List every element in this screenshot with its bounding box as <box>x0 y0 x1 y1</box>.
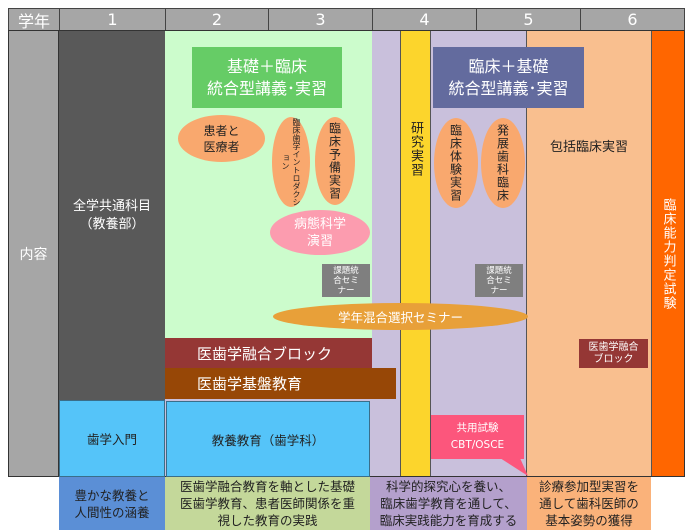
note-year-2-3: 医歯学融合教育を軸とした基礎 医歯学教育、患者医師関係を重 視した教育の実践 <box>165 477 370 530</box>
pathology-exercise: 病態科学 演習 <box>270 210 370 255</box>
comprehensive-clinical-practice: 包括臨床実習 <box>549 139 628 155</box>
callout-tail <box>500 458 528 476</box>
general-common-subjects: 全学共通科目 （教養部） <box>59 31 165 400</box>
clinical-preparatory-practice: 臨床予備実習 <box>315 117 355 205</box>
note-year-5-6: 診療参加型実習を 通して歯科医師の 基本姿勢の獲得 <box>527 477 651 530</box>
clinical-basic-integrated-lectures: 臨床＋基礎 統合型講義･実習 <box>433 47 584 108</box>
note-year-4-5: 科学的探究心を養い、 臨床歯学教育を通して、 臨床実践能力を育成する <box>370 477 527 530</box>
clinical-ability-exam: 臨床能力判定試験 <box>651 31 684 476</box>
fusion-block-year-6: 医歯学融合 ブロック <box>579 339 648 368</box>
header-year-6: 6 <box>580 8 685 31</box>
dentistry-introduction: 歯学入門 <box>59 400 165 477</box>
integrated-seminar-1: 課題統 合セミ ナー <box>322 264 370 297</box>
medical-dental-foundation-education: 医歯学基盤教育 <box>165 368 396 399</box>
basic-clinical-integrated-lectures: 基礎＋臨床 統合型講義･実習 <box>192 47 342 108</box>
header-year-1: 1 <box>59 8 166 31</box>
medical-dental-fusion-block: 医歯学融合ブロック <box>165 338 372 369</box>
liberal-arts-education: 教養教育（歯学科） <box>166 401 370 477</box>
research-practice: 研究実習 <box>400 31 431 476</box>
mixed-year-elective-seminar: 学年混合選択セミナー <box>273 303 528 330</box>
common-exam-callout: 共用試験 CBT/OSCE <box>431 415 524 459</box>
integrated-seminar-2: 課題統 合セミ ナー <box>475 264 523 297</box>
header-year-3: 3 <box>268 8 373 31</box>
clinical-experience-practice: 臨床体験実習 <box>434 118 478 208</box>
header-year-label: 学年 <box>8 8 60 31</box>
note-year-1: 豊かな教養と 人間性の涵養 <box>59 477 165 530</box>
patient-and-provider: 患者と 医療者 <box>178 115 265 162</box>
clinical-dentistry-intro: 臨床歯学イントロダクション <box>272 117 310 207</box>
header-year-2: 2 <box>165 8 269 31</box>
header-year-4: 4 <box>372 8 477 31</box>
header-year-5: 5 <box>476 8 581 31</box>
row-label-content: 内容 <box>9 31 59 476</box>
advanced-dental-clinic: 発展歯科臨床 <box>481 118 525 208</box>
